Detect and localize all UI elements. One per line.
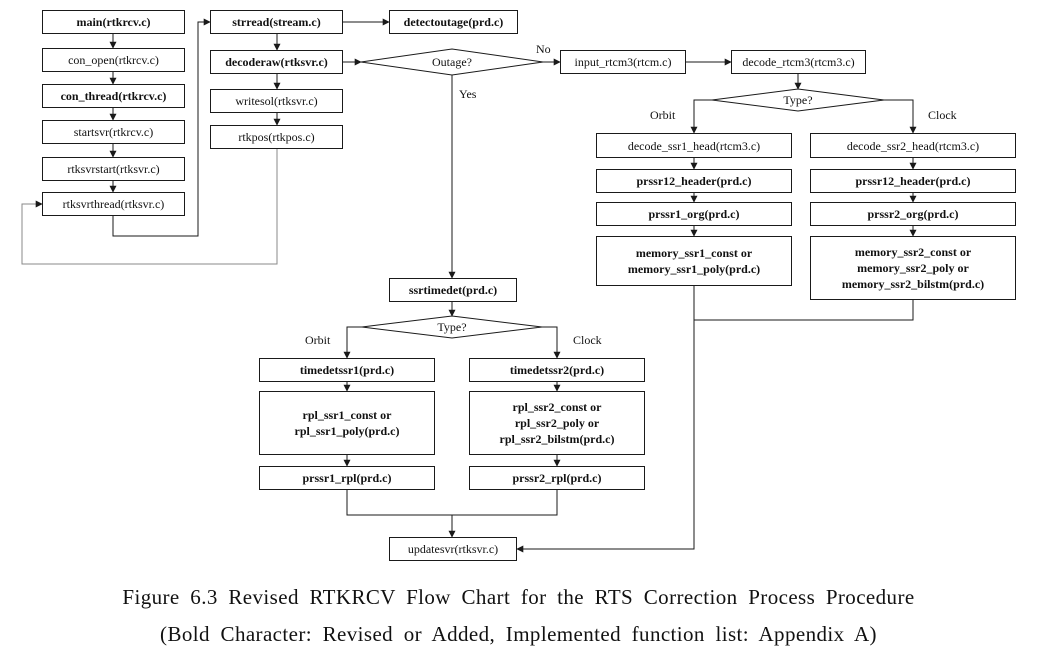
edge-label-orbit-ssr: Orbit	[305, 333, 331, 347]
edge-rtksvrthread-strread	[112, 18, 211, 237]
edge-type-clock-ssr2-head	[884, 99, 917, 134]
box-decoderaw: decoderaw(rtksvr.c)	[210, 50, 343, 74]
box-con-thread: con_thread(rtkrcv.c)	[42, 84, 185, 108]
box-updatesvr: updatesvr(rtksvr.c)	[389, 537, 517, 561]
box-prssr1-org: prssr1_org(prd.c)	[596, 202, 792, 226]
box-prssr12-header-b: prssr12_header(prd.c)	[810, 169, 1016, 193]
box-ssrtimedet: ssrtimedet(prd.c)	[389, 278, 517, 302]
edge-label-no: No	[536, 42, 551, 56]
edge-rtkpos-feedback	[21, 149, 278, 265]
box-prssr2-rpl: prssr2_rpl(prd.c)	[469, 466, 645, 490]
box-rtksvrthread: rtksvrthread(rtksvr.c)	[42, 192, 185, 216]
edge-label-clock-rtcm: Clock	[928, 108, 957, 122]
box-rtkpos: rtkpos(rtkpos.c)	[210, 125, 343, 149]
box-decode-ssr1-head: decode_ssr1_head(rtcm3.c)	[596, 133, 792, 158]
edge-type-clock-timedetssr2	[542, 326, 561, 359]
box-writesol: writesol(rtksvr.c)	[210, 89, 343, 113]
edge-type-orbit-timedetssr1	[343, 326, 362, 359]
edge-label-yes: Yes	[459, 87, 477, 101]
figure-caption-line1: Figure 6.3 Revised RTKRCV Flow Chart for…	[122, 585, 915, 609]
box-detectoutage: detectoutage(prd.c)	[389, 10, 518, 34]
box-decode-ssr2-head: decode_ssr2_head(rtcm3.c)	[810, 133, 1016, 158]
box-memory-ssr2: memory_ssr2_const or memory_ssr2_poly or…	[810, 236, 1016, 300]
box-memory-ssr1: memory_ssr1_const or memory_ssr1_poly(pr…	[596, 236, 792, 286]
box-timedetssr2: timedetssr2(prd.c)	[469, 358, 645, 382]
decision-outage	[360, 48, 544, 76]
box-prssr1-rpl: prssr1_rpl(prd.c)	[259, 466, 435, 490]
edge-type-orbit-ssr1-head	[690, 99, 712, 134]
edge-label-clock-ssr: Clock	[573, 333, 602, 347]
box-prssr12-header-a: prssr12_header(prd.c)	[596, 169, 792, 193]
box-rtksvrstart: rtksvrstart(rtksvr.c)	[42, 157, 185, 181]
box-prssr2-org: prssr2_org(prd.c)	[810, 202, 1016, 226]
edge-label-orbit-rtcm: Orbit	[650, 108, 676, 122]
box-main: main(rtkrcv.c)	[42, 10, 185, 34]
box-strread: strread(stream.c)	[210, 10, 343, 34]
edge-memory-ssr2-merge	[694, 300, 914, 321]
edge-memory-updatesvr	[516, 286, 695, 553]
box-con-open: con_open(rtkrcv.c)	[42, 48, 185, 72]
box-input-rtcm3: input_rtcm3(rtcm.c)	[560, 50, 686, 74]
edge-prssr-merge	[346, 490, 558, 516]
decision-type-ssr	[361, 315, 543, 339]
box-startsvr: startsvr(rtkrcv.c)	[42, 120, 185, 144]
box-timedetssr1: timedetssr1(prd.c)	[259, 358, 435, 382]
figure-caption-line2: (Bold Character: Revised or Added, Imple…	[160, 622, 877, 646]
box-rpl-ssr2: rpl_ssr2_const or rpl_ssr2_poly or rpl_s…	[469, 391, 645, 455]
box-rpl-ssr1: rpl_ssr1_const or rpl_ssr1_poly(prd.c)	[259, 391, 435, 455]
decision-type-rtcm	[711, 88, 885, 112]
box-decode-rtcm3: decode_rtcm3(rtcm3.c)	[731, 50, 866, 74]
